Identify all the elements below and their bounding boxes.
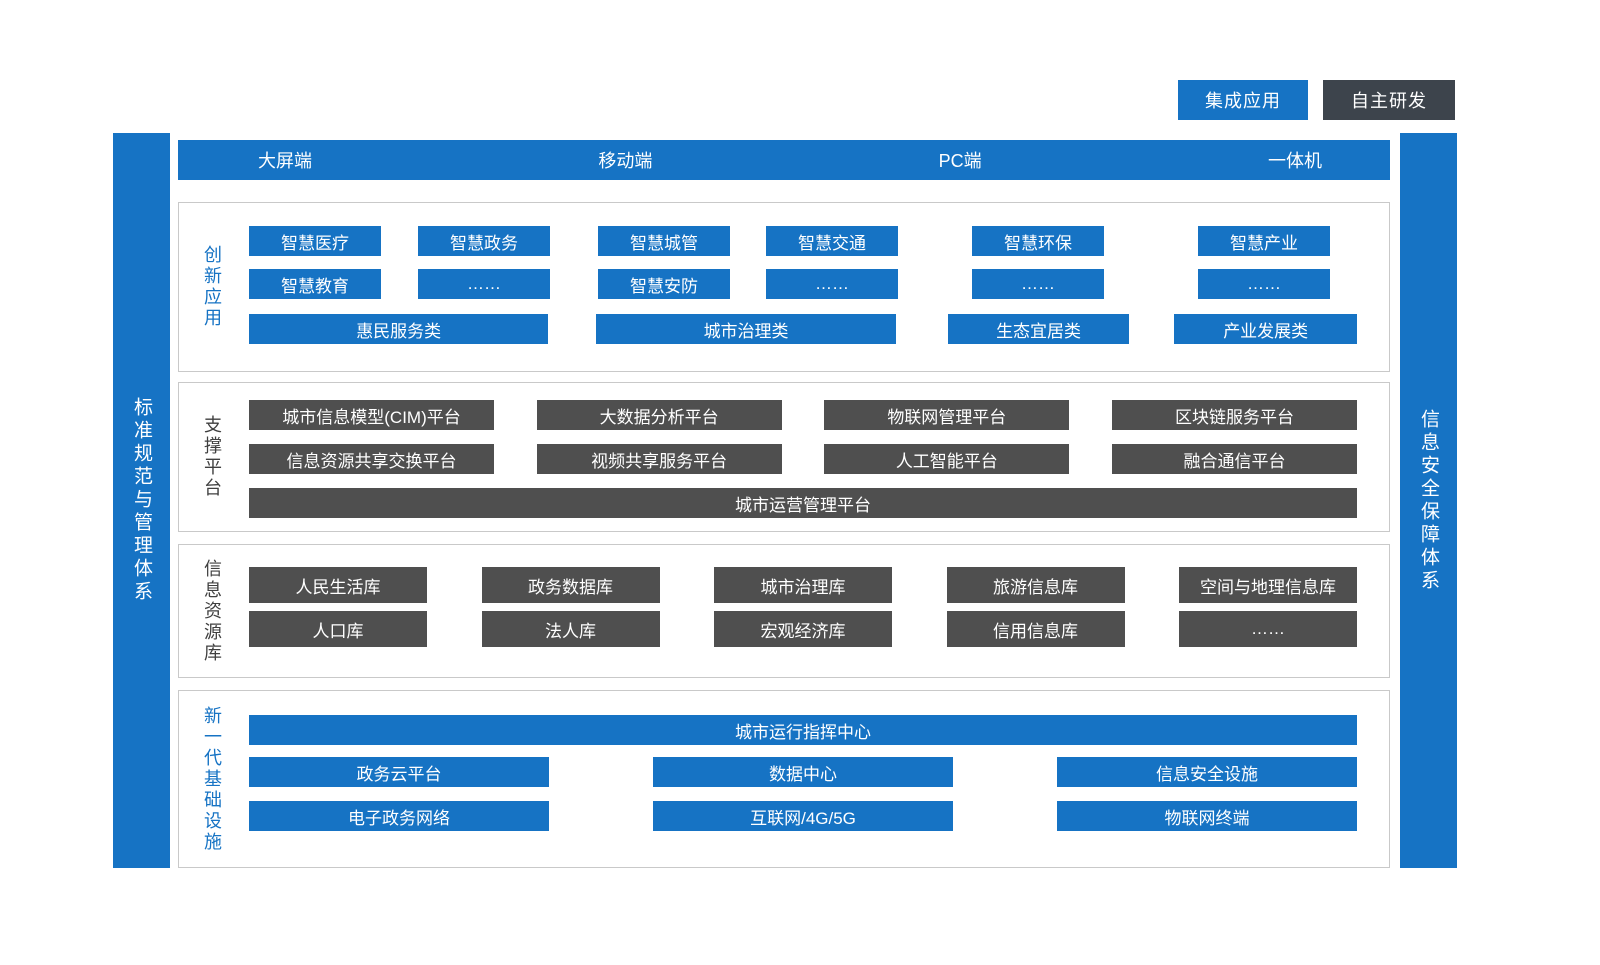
innovation-row-2: 智慧教育 …… 智慧安防 …… …… …… [249, 269, 1357, 299]
section-infrastructure: 新一代基础设施 城市运行指挥中心 政务云平台 数据中心 信息安全设施 电子政务网… [178, 690, 1390, 868]
terminal-bar: 大屏端 移动端 PC端 一体机 [178, 140, 1390, 180]
platform-box: 视频共享服务平台 [536, 444, 782, 474]
infrastructure-row-1: 城市运行指挥中心 [249, 715, 1357, 745]
terminal-item-bigscreen: 大屏端 [258, 151, 312, 171]
infra-box: 政务云平台 [249, 757, 549, 787]
support-row-3: 城市运营管理平台 [249, 488, 1357, 518]
database-box: 法人库 [481, 611, 660, 647]
database-box: 人民生活库 [249, 567, 427, 603]
app-box: 智慧安防 [598, 269, 730, 299]
app-box: 智慧政务 [418, 226, 550, 256]
platform-box: 大数据分析平台 [536, 400, 782, 430]
app-box: 智慧医疗 [249, 226, 381, 256]
app-box: 智慧城管 [598, 226, 730, 256]
resource-row-2: 人口库 法人库 宏观经济库 信用信息库 …… [249, 611, 1357, 647]
app-box: 智慧教育 [249, 269, 381, 299]
app-box: …… [418, 269, 550, 299]
category-box: 惠民服务类 [249, 314, 549, 344]
legend-self-developed-badge: 自主研发 [1323, 80, 1455, 120]
app-box: …… [766, 269, 898, 299]
category-box: 产业发展类 [1174, 314, 1357, 344]
app-box: …… [1198, 269, 1330, 299]
database-box: 宏观经济库 [714, 611, 892, 647]
infrastructure-row-3: 电子政务网络 互联网/4G/5G 物联网终端 [249, 801, 1357, 831]
database-box: …… [1179, 611, 1357, 647]
platform-box: 信息资源共享交换平台 [249, 444, 494, 474]
category-box: 生态宜居类 [947, 314, 1130, 344]
database-box: 政务数据库 [481, 567, 660, 603]
legend-integrated-badge: 集成应用 [1178, 80, 1308, 120]
platform-box: 人工智能平台 [824, 444, 1070, 474]
innovation-category-row: 惠民服务类 城市治理类 生态宜居类 产业发展类 [249, 314, 1357, 344]
infra-box: 数据中心 [653, 757, 953, 787]
infra-box: 互联网/4G/5G [653, 801, 953, 831]
platform-box: 城市信息模型(CIM)平台 [249, 400, 494, 430]
database-box: 旅游信息库 [946, 567, 1125, 603]
app-box: 智慧交通 [766, 226, 898, 256]
support-row-2: 信息资源共享交换平台 视频共享服务平台 人工智能平台 融合通信平台 [249, 444, 1357, 474]
app-box: 智慧环保 [972, 226, 1104, 256]
platform-box: 城市运营管理平台 [249, 488, 1357, 518]
infra-box: 物联网终端 [1057, 801, 1357, 831]
resource-row-1: 人民生活库 政务数据库 城市治理库 旅游信息库 空间与地理信息库 [249, 567, 1357, 603]
support-row-1: 城市信息模型(CIM)平台 大数据分析平台 物联网管理平台 区块链服务平台 [249, 400, 1357, 430]
database-box: 信用信息库 [946, 611, 1125, 647]
terminal-item-mobile: 移动端 [598, 151, 653, 171]
platform-box: 物联网管理平台 [824, 400, 1070, 430]
app-box: …… [972, 269, 1104, 299]
platform-box: 区块链服务平台 [1111, 400, 1357, 430]
section-info-resources: 信息资源库 人民生活库 政务数据库 城市治理库 旅游信息库 空间与地理信息库 人… [178, 544, 1390, 678]
infra-box: 信息安全设施 [1057, 757, 1357, 787]
section-title: 新一代基础设施 [202, 705, 222, 853]
category-box: 城市治理类 [596, 314, 896, 344]
innovation-row-1: 智慧医疗 智慧政务 智慧城管 智慧交通 智慧环保 智慧产业 [249, 226, 1357, 256]
infrastructure-row-2: 政务云平台 数据中心 信息安全设施 [249, 757, 1357, 787]
infra-box: 城市运行指挥中心 [249, 715, 1357, 745]
section-title: 创新应用 [202, 245, 222, 329]
section-title: 支撑平台 [202, 415, 222, 499]
right-security-bar: 信息安全保障体系 [1400, 133, 1457, 868]
infra-box: 电子政务网络 [249, 801, 549, 831]
section-innovation-apps: 创新应用 智慧医疗 智慧政务 智慧城管 智慧交通 智慧环保 智慧产业 智慧教育 … [178, 202, 1390, 372]
section-title: 信息资源库 [202, 558, 222, 664]
database-box: 空间与地理信息库 [1179, 567, 1357, 603]
database-box: 城市治理库 [714, 567, 892, 603]
platform-box: 融合通信平台 [1111, 444, 1357, 474]
terminal-item-allinone: 一体机 [1268, 151, 1322, 171]
app-box: 智慧产业 [1198, 226, 1330, 256]
database-box: 人口库 [249, 611, 427, 647]
terminal-item-pc: PC端 [938, 151, 982, 171]
left-standards-bar: 标准规范与管理体系 [113, 133, 170, 868]
section-support-platforms: 支撑平台 城市信息模型(CIM)平台 大数据分析平台 物联网管理平台 区块链服务… [178, 382, 1390, 532]
